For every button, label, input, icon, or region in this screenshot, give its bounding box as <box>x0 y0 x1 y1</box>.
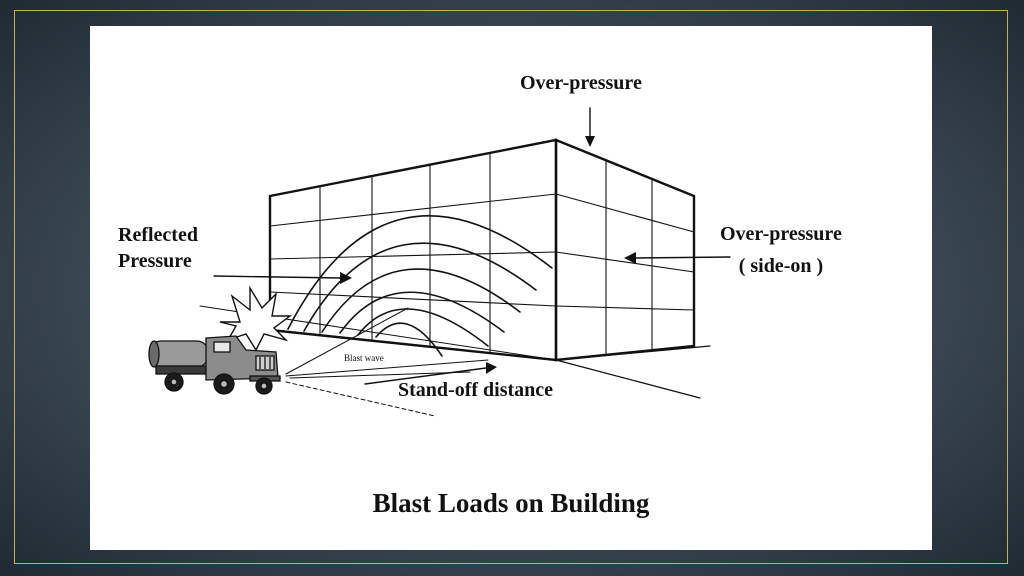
label-over-side-line1: Over-pressure <box>720 223 842 245</box>
front-grid-horizontals <box>269 193 557 307</box>
arrow-reflected-pressure <box>213 275 341 279</box>
blast-cone-lines <box>285 307 489 379</box>
arrowhead-over-pressure-top <box>585 136 595 147</box>
arrowhead-standoff <box>486 362 497 374</box>
label-standoff-distance: Stand-off distance <box>398 379 554 401</box>
standoff-dashed-line <box>285 381 436 417</box>
explosion-burst-icon <box>219 285 293 352</box>
building-side-face <box>554 138 696 362</box>
arrowhead-over-pressure-side <box>624 252 636 264</box>
front-grid-verticals <box>319 152 491 354</box>
label-over-side-line2: ( side-on ) <box>738 255 824 277</box>
label-over-pressure-side: Over-pressure ( side-on ) <box>720 218 842 282</box>
ground-line-front <box>555 359 701 399</box>
arrow-standoff <box>364 367 487 385</box>
side-grid <box>555 159 695 356</box>
label-blast-wave: Blast wave <box>344 353 384 363</box>
label-over-pressure-top: Over-pressure <box>520 72 642 94</box>
slide-frame <box>14 10 1008 564</box>
blast-diagram <box>148 107 731 417</box>
tanker-truck-icon <box>148 335 281 395</box>
arrow-over-pressure-side <box>634 256 731 259</box>
label-reflected-line2: Pressure <box>118 250 192 272</box>
diagram-panel: Over-pressure Reflected Pressure Over-pr… <box>90 26 932 550</box>
label-reflected-pressure: Reflected Pressure <box>118 222 198 274</box>
blast-wave-arcs <box>287 215 553 357</box>
arrowheads <box>340 136 636 374</box>
arrowhead-reflected <box>340 272 352 284</box>
label-reflected-line1: Reflected <box>118 224 198 246</box>
diagram-caption: Blast Loads on Building <box>372 488 650 518</box>
